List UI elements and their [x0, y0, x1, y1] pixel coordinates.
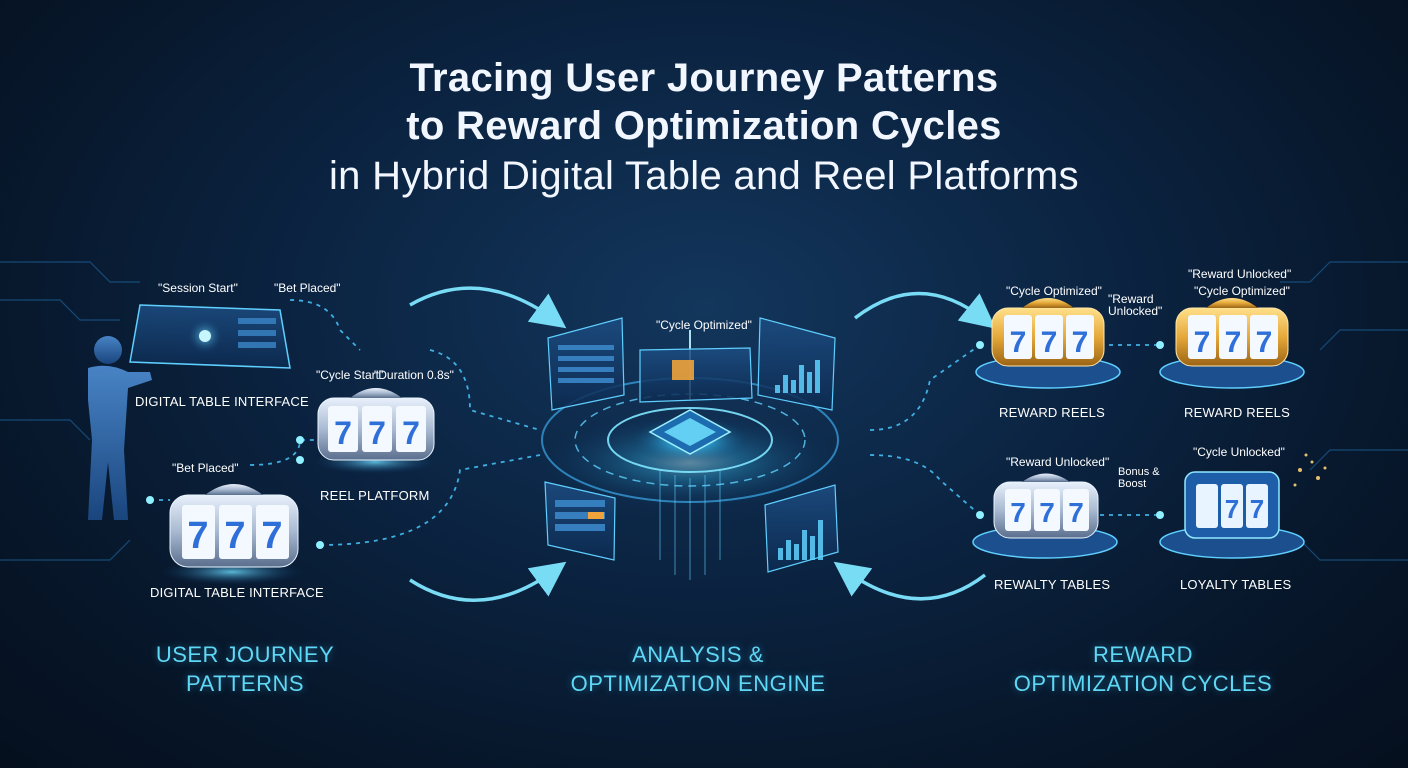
heading-reward-cycles-line1: REWARD	[1093, 642, 1193, 667]
quote-cycle-start: "Cycle Start"	[316, 368, 384, 382]
reel-seven-1: 7	[334, 415, 352, 451]
quote-reward-unlocked-mid: "Reward Unlocked"	[1006, 455, 1110, 469]
title-line-2: to Reward Optimization Cycles	[406, 104, 1002, 148]
node-reward-reels-2: REWARD REELS	[1184, 405, 1290, 420]
loyalty-table-machine-1	[972, 473, 1118, 559]
reel-seven-15: 7	[1068, 497, 1084, 528]
reward-reel-machine-1	[975, 298, 1121, 389]
heading-reward-cycles-line2: OPTIMIZATION CYCLES	[1013, 671, 1273, 696]
reel-seven-9: 7	[1072, 326, 1089, 359]
reel-seven-11: 7	[1225, 326, 1242, 359]
quote-reward-unlocked-a: "Reward Unlocked"	[1108, 292, 1163, 318]
node-reel-platform: REEL PLATFORM	[320, 488, 430, 503]
heading-analysis-engine-line1: ANALYSIS &	[632, 642, 764, 667]
quote-cycle-optimized-a: "Cycle Optimized"	[1006, 284, 1102, 298]
heading-user-journey-line1: USER JOURNEY	[155, 642, 335, 667]
connector-lines	[150, 299, 1160, 546]
reel-platform-machine	[313, 388, 437, 474]
heading-user-journey: USER JOURNEY PATTERNS	[120, 640, 370, 698]
heading-reward-cycles: REWARD OPTIMIZATION CYCLES	[990, 640, 1296, 698]
heading-user-journey-line2: PATTERNS	[185, 671, 305, 696]
reel-seven-4: 7	[187, 515, 208, 557]
title-line-1: Tracing User Journey Patterns	[409, 56, 999, 100]
reel-symbols: 7 7 7 7 7 7 7 7 7 7 7 7 7 7 7 7 7	[187, 326, 1272, 557]
quote-cycle-unlocked: "Cycle Unlocked"	[1193, 445, 1285, 459]
quote-duration: "Duration 0.8s"	[374, 368, 454, 382]
title-line-3: in Hybrid Digital Table and Reel Platfor…	[329, 154, 1079, 198]
quote-cycle-optimized-b: "Cycle Optimized"	[1194, 284, 1290, 298]
reel-seven-3: 7	[402, 415, 420, 451]
flow-arrows	[409, 286, 996, 602]
node-loyalty-tables-1: REWALTY TABLES	[994, 577, 1111, 592]
reel-seven-7: 7	[1010, 326, 1027, 359]
reel-seven-14: 7	[1039, 497, 1055, 528]
reel-seven-17: 7	[1250, 494, 1264, 524]
reel-seven-2: 7	[368, 415, 386, 451]
reward-reel-machine-2	[1159, 298, 1305, 389]
node-loyalty-tables-2: LOYALTY TABLES	[1180, 577, 1292, 592]
heading-analysis-engine: ANALYSIS & OPTIMIZATION ENGINE	[530, 640, 866, 698]
quote-session-start: "Session Start"	[158, 281, 238, 295]
circuit-traces	[0, 261, 1408, 561]
reel-seven-16: 7	[1225, 494, 1239, 524]
quote-bet-placed-top: "Bet Placed"	[274, 281, 341, 295]
quote-bonus-boost: Bonus & Boost	[1118, 466, 1160, 490]
digital-table-tablet	[129, 304, 291, 369]
node-digital-table-bottom: DIGITAL TABLE INTERFACE	[150, 585, 324, 600]
user-silhouette	[88, 336, 152, 520]
digital-table-machine	[160, 484, 304, 585]
reel-seven-12: 7	[1256, 326, 1273, 359]
loyalty-table-machine-2	[1159, 453, 1327, 559]
reel-seven-6: 7	[261, 515, 282, 557]
reel-seven-8: 7	[1041, 326, 1058, 359]
reel-seven-10: 7	[1194, 326, 1211, 359]
data-panels	[544, 317, 839, 573]
connector-nodes	[146, 341, 1164, 549]
reel-seven-13: 7	[1010, 497, 1026, 528]
heading-analysis-engine-line2: OPTIMIZATION ENGINE	[570, 671, 826, 696]
quote-cycle-optimized-center: "Cycle Optimized"	[656, 318, 752, 332]
reel-seven-5: 7	[224, 515, 245, 557]
quote-reward-unlocked-top: "Reward Unlocked"	[1188, 267, 1292, 281]
quote-bet-placed-bottom: "Bet Placed"	[172, 461, 239, 475]
node-reward-reels-1: REWARD REELS	[999, 405, 1105, 420]
node-digital-table-top: DIGITAL TABLE INTERFACE	[135, 394, 309, 409]
